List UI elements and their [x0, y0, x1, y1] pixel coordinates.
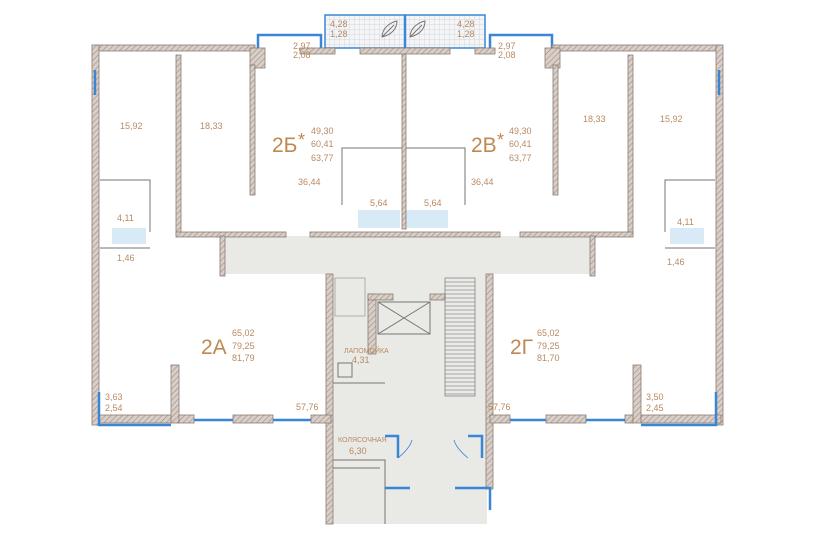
balcony-2b [324, 14, 406, 49]
loggia-reduced-area: 2,54 [105, 403, 123, 413]
stair-hall [332, 274, 487, 524]
loggia-reduced-area: 2,45 [646, 403, 664, 413]
loggia-reduced-area: 2,08 [498, 50, 516, 60]
balcony-2v [404, 14, 486, 49]
balcony-area: 4,28 [457, 19, 475, 29]
mop-room-label: ЛАПОМОЙКА [344, 346, 389, 355]
corridor [222, 236, 594, 274]
mop-room-area: 4,31 [352, 355, 370, 365]
staircase-left [334, 277, 366, 317]
loggia-reduced-area: 2,08 [293, 50, 311, 60]
total-area-balcony: 81,79 [232, 353, 255, 363]
loggia-area: 2,97 [293, 41, 311, 51]
sink [337, 362, 353, 378]
room-area: 4,11 [117, 213, 134, 223]
room-area: 57,76 [488, 402, 511, 412]
room-area: 4,11 [677, 217, 694, 227]
balcony-area: 4,28 [330, 19, 348, 29]
total-area: 60,41 [509, 139, 532, 149]
balcony-reduced-area: 1,28 [457, 29, 475, 39]
total-area-balcony: 81,70 [537, 353, 560, 363]
leaf-icon [381, 20, 398, 38]
loggia-area: 3,63 [105, 392, 123, 402]
living-area: 49,30 [311, 126, 334, 136]
apartment-name: 2Г [510, 336, 533, 359]
room-area: 36,44 [471, 177, 494, 187]
total-area-balcony: 63,77 [311, 153, 334, 163]
room-area: 18,33 [583, 114, 606, 124]
room-area: 57,76 [296, 402, 319, 412]
bath-2g-tub [670, 228, 704, 244]
room-area: 18,33 [200, 121, 223, 131]
balcony-reduced-area: 1,28 [330, 29, 348, 39]
stroller-room-area: 6,30 [349, 446, 367, 456]
loggia-area: 2,97 [498, 41, 516, 51]
bath-2v-tub [406, 210, 448, 228]
room-area: 1,46 [667, 257, 685, 267]
apartment-name: 2А [201, 336, 227, 359]
room-area: 1,46 [117, 253, 135, 263]
bath-2a-tub [112, 228, 146, 244]
loggia-2v [488, 33, 554, 50]
living-area: 49,30 [509, 126, 532, 136]
apartment-name: 2Б [272, 134, 297, 157]
bath-2b-tub [358, 210, 400, 228]
room-area: 15,92 [120, 121, 143, 131]
room-area: 15,92 [660, 114, 683, 124]
elevator [377, 301, 431, 335]
loggia-area: 3,50 [646, 392, 664, 402]
room-area: 5,64 [424, 198, 442, 208]
living-area: 65,02 [232, 328, 255, 338]
staircase-right [444, 277, 476, 397]
star-mark: * [298, 130, 305, 150]
stroller-room-label: КОЛЯСОЧНАЯ [338, 437, 387, 444]
apartment-name: 2В [471, 134, 497, 157]
total-area-balcony: 63,77 [509, 153, 532, 163]
total-area: 79,25 [537, 341, 560, 351]
room-area: 5,64 [370, 198, 388, 208]
living-area: 65,02 [537, 328, 560, 338]
total-area: 60,41 [311, 139, 334, 149]
total-area: 79,25 [232, 341, 255, 351]
room-area: 36,44 [298, 177, 321, 187]
leaf-icon [409, 20, 426, 38]
star-mark: * [497, 130, 504, 150]
